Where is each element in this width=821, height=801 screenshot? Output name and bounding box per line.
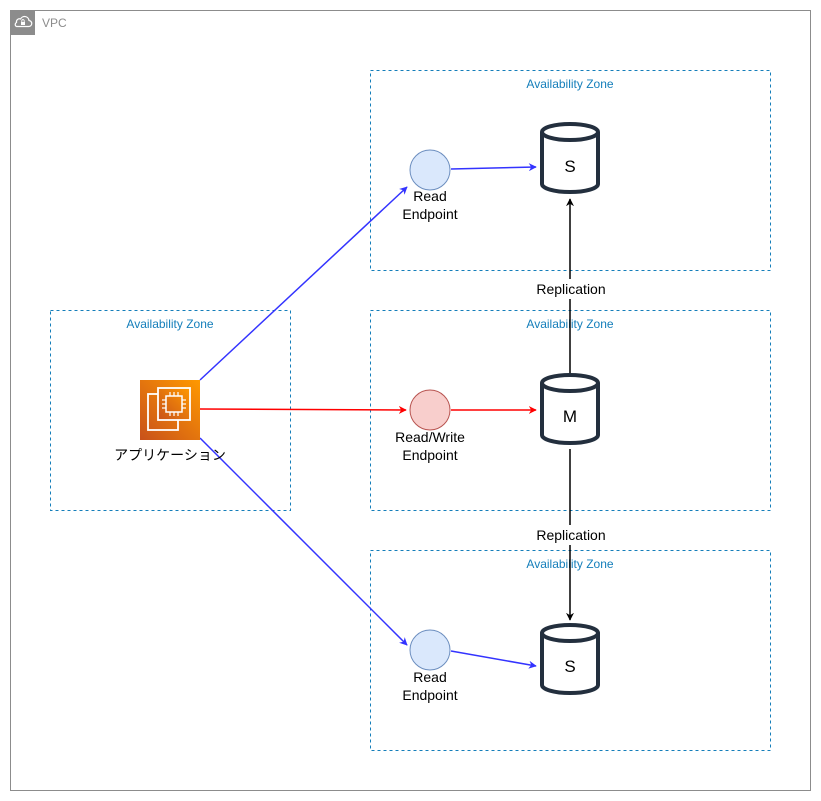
replication-label-upper: Replication [532, 279, 610, 299]
database-icon [540, 623, 600, 695]
endpoint-label-line2: Endpoint [402, 206, 457, 222]
replica-db-top[interactable]: S [540, 122, 600, 194]
write-arrow [199, 405, 407, 414]
read-write-endpoint[interactable]: Read/Write Endpoint [395, 389, 465, 463]
replication-label-lower: Replication [532, 525, 610, 545]
vpc-group: VPC [10, 10, 811, 791]
application-node[interactable]: アプリケーション [114, 380, 226, 463]
cloud-lock-icon [14, 15, 33, 28]
svg-text:Replication: Replication [536, 527, 605, 543]
database-label: M [563, 407, 577, 426]
vpc-badge [10, 10, 35, 35]
read-endpoint-top[interactable]: Read Endpoint [402, 149, 458, 222]
endpoint-label-line1: Read [413, 669, 446, 685]
replica-db-bottom[interactable]: S [540, 623, 600, 695]
endpoint-label-line1: Read/Write [395, 429, 465, 445]
svg-text:Replication: Replication [536, 281, 605, 297]
vpc-label: VPC [42, 16, 67, 30]
availability-zone-app: Availability Zone [50, 310, 291, 511]
endpoint-label-line2: Endpoint [402, 447, 457, 463]
database-icon [540, 373, 600, 445]
endpoint-to-replica-bottom-arrow [450, 650, 537, 669]
endpoint-label-line2: Endpoint [402, 687, 457, 703]
read-arrow-top [199, 186, 408, 381]
endpoint-to-replica-top-arrow [450, 163, 537, 172]
database-icon [540, 122, 600, 194]
zone-label: Availability Zone [526, 77, 613, 91]
read-endpoint-bottom[interactable]: Read Endpoint [402, 629, 458, 703]
database-label: S [564, 157, 575, 176]
application-label: アプリケーション [114, 447, 226, 463]
zone-label: Availability Zone [126, 317, 213, 331]
read-arrow-bottom [199, 437, 408, 646]
database-label: S [564, 657, 575, 676]
master-db[interactable]: M [540, 373, 600, 445]
ec2-instance-icon [140, 380, 200, 440]
endpoint-label-line1: Read [413, 188, 446, 204]
